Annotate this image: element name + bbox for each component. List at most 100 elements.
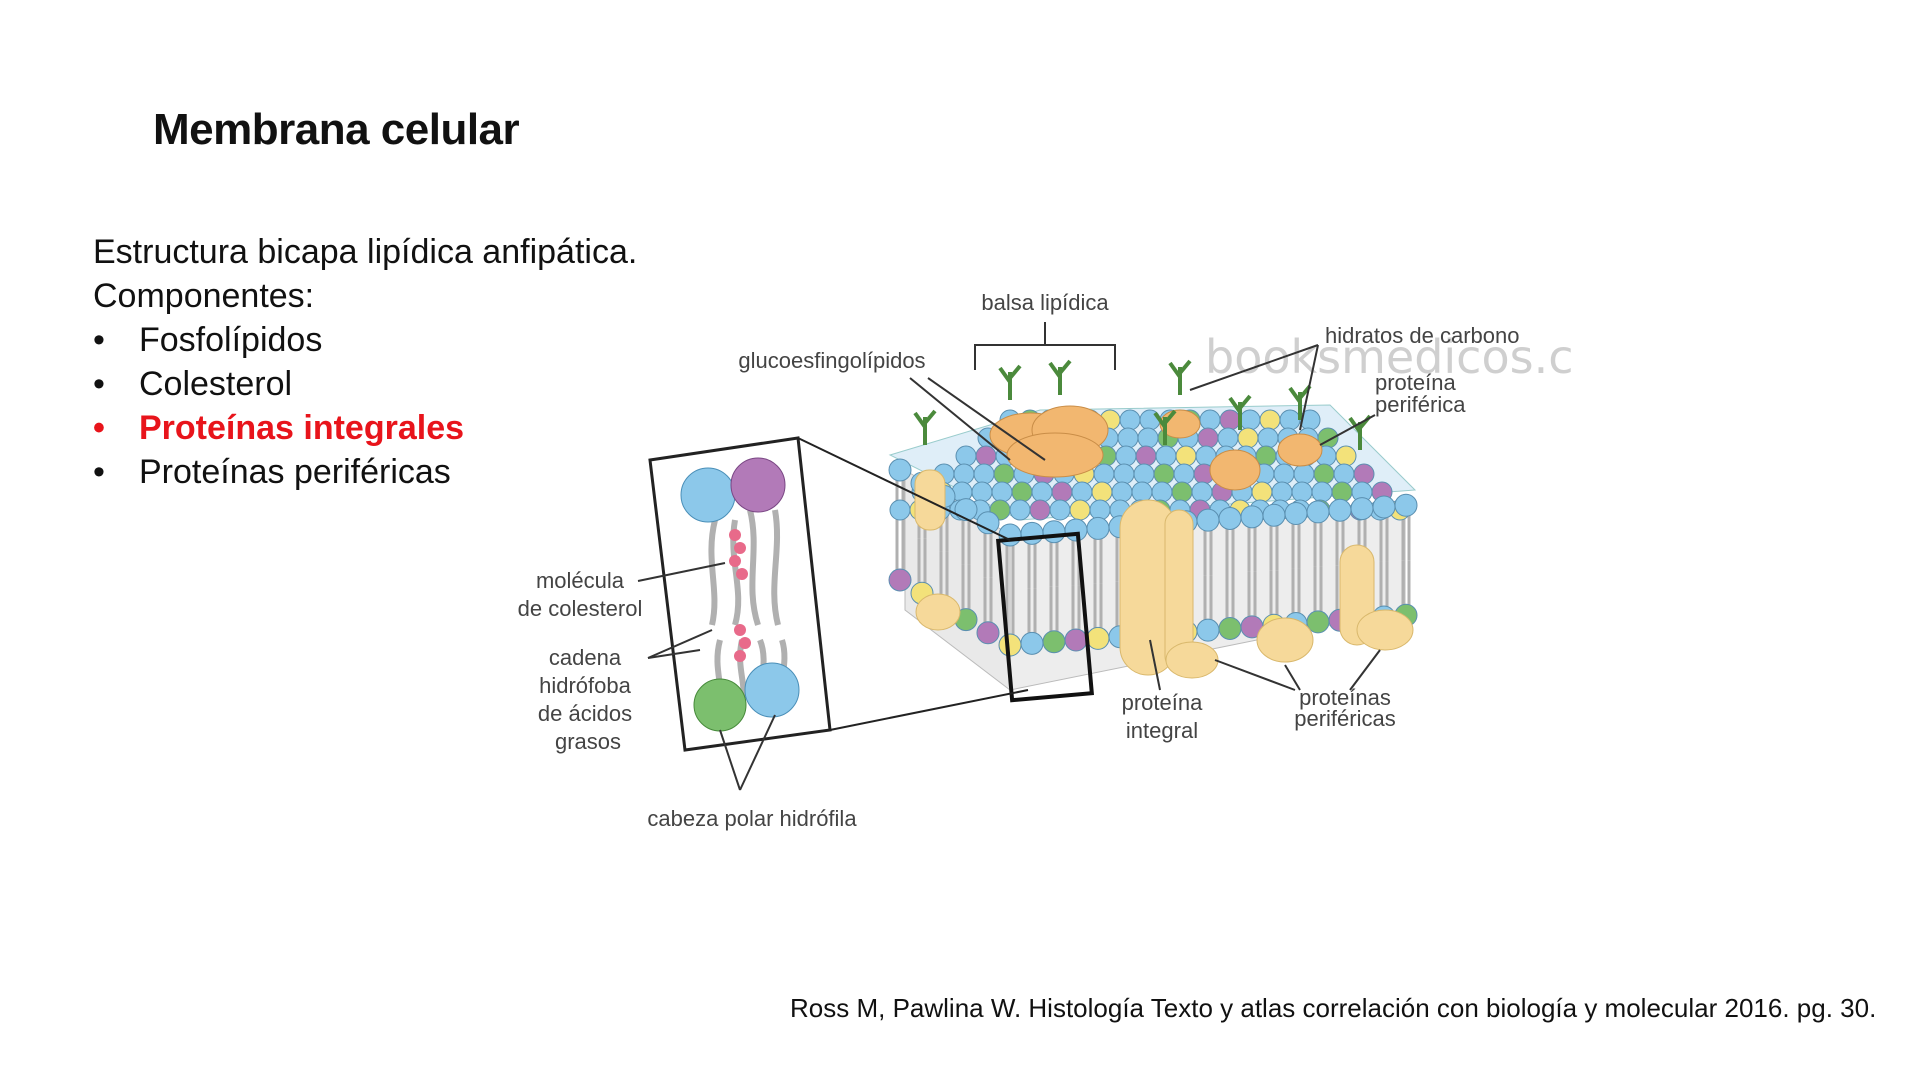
polar-head (1251, 481, 1273, 503)
polar-head (1259, 409, 1281, 431)
polar-head (693, 678, 747, 732)
polar-head (1175, 445, 1197, 467)
polar-head (1091, 481, 1113, 503)
list-item: • Colesterol (93, 362, 637, 406)
peripheral-proteins (915, 593, 1414, 679)
polar-head (1262, 503, 1286, 527)
polar-head (1350, 497, 1374, 521)
polar-head (1271, 481, 1293, 503)
polar-head (889, 499, 911, 521)
polar-head (744, 662, 800, 718)
polar-head (1135, 445, 1157, 467)
citation-text: Ross M, Pawlina W. Histología Texto y at… (790, 993, 1877, 1023)
polar-head (1311, 481, 1333, 503)
polar-head (1239, 409, 1261, 431)
polar-head (1064, 518, 1088, 542)
polar-head (1069, 499, 1091, 521)
integral-protein-shape (914, 469, 946, 531)
polar-head (1217, 427, 1239, 449)
polar-head (1031, 481, 1053, 503)
polar-head (971, 481, 993, 503)
bullet-list: Estructura bicapa lipídica anfipática. C… (93, 230, 637, 494)
polar-head (1196, 508, 1220, 532)
cholesterol-molecule (729, 529, 751, 662)
polar-head (1020, 521, 1044, 545)
polar-head (1353, 463, 1375, 485)
polar-head (1009, 499, 1031, 521)
integral-proteins (914, 469, 1375, 676)
label-balsa-lipidica: balsa lipídica (981, 290, 1109, 315)
leader-lines (637, 322, 1381, 791)
polar-head (1086, 516, 1110, 540)
polar-head (1199, 409, 1221, 431)
peripheral-protein-shape (915, 593, 961, 631)
polar-head (1257, 427, 1279, 449)
polar-head (1071, 481, 1093, 503)
polar-head (1137, 427, 1159, 449)
intro-text: Estructura bicapa lipídica anfipática. (93, 233, 638, 271)
polar-head (1219, 409, 1241, 431)
components-label: Componentes: (93, 277, 315, 315)
polar-head (1240, 505, 1264, 529)
label-proteina-integral: integral (1126, 718, 1198, 743)
polar-head (993, 463, 1015, 485)
lipid-raft (989, 405, 1323, 491)
polar-head (1333, 463, 1355, 485)
polar-head (1089, 499, 1111, 521)
peripheral-protein-shape (1165, 641, 1219, 679)
slide-title: Membrana celular (153, 105, 520, 154)
polar-head (1020, 631, 1044, 655)
watermark-text: booksmedicos.c (1205, 330, 1574, 384)
polar-head (1197, 427, 1219, 449)
label-glucoesfingolipidos: glucoesfingolípidos (738, 348, 925, 373)
label-cabeza-polar: cabeza polar hidrófila (647, 806, 857, 831)
polar-head (1155, 445, 1177, 467)
bullet-icon: • (93, 321, 105, 359)
polar-head (998, 523, 1022, 547)
label-molecula-colesterol: de colesterol (518, 596, 643, 621)
polar-head (1111, 481, 1133, 503)
polar-head (1133, 463, 1155, 485)
polar-head (1218, 507, 1242, 530)
polar-head (1293, 463, 1315, 485)
polar-head (953, 463, 975, 485)
polar-head (1372, 495, 1396, 519)
polar-head (1064, 628, 1088, 652)
polar-head (1131, 481, 1153, 503)
selection-box (996, 531, 1094, 703)
label-hidratos-carbono: hidratos de carbono (1325, 323, 1519, 348)
polar-head (973, 463, 995, 485)
label-molecula-colesterol: molécula (536, 568, 625, 593)
polar-head (1328, 498, 1352, 522)
polar-head (1029, 499, 1051, 521)
polar-head (1051, 481, 1073, 503)
polar-head (1119, 409, 1141, 431)
polar-head (1335, 445, 1357, 467)
list-item-label: Colesterol (139, 365, 293, 403)
label-cadena-hidrofoba: hidrófoba (539, 673, 632, 698)
list-item-label: Proteínas integrales (139, 409, 465, 447)
polar-head (1042, 520, 1066, 544)
polar-head (998, 633, 1022, 657)
polar-head (1151, 481, 1173, 503)
bullet-icon: • (93, 409, 105, 447)
polar-head (1273, 463, 1295, 485)
polar-head (976, 621, 1000, 645)
polar-head (991, 481, 1013, 503)
polar-head (730, 457, 786, 513)
polar-head (1313, 463, 1335, 485)
peripheral-protein-shape (1277, 433, 1323, 467)
list-item-highlighted: • Proteínas integrales (93, 406, 637, 450)
list-item-label: Fosfolípidos (139, 321, 323, 359)
polar-head (1049, 499, 1071, 521)
bullet-icon: • (93, 453, 105, 491)
polar-head (1306, 500, 1330, 524)
label-cadena-hidrofoba: cadena (549, 645, 622, 670)
polar-head (1086, 626, 1110, 650)
label-cadena-hidrofoba: grasos (555, 729, 621, 754)
polar-head (955, 445, 977, 467)
label-proteina-periferica-top: proteína (1375, 370, 1456, 395)
list-item: • Fosfolípidos (93, 318, 637, 362)
label-proteinas-perifericas: proteínas (1299, 685, 1391, 710)
